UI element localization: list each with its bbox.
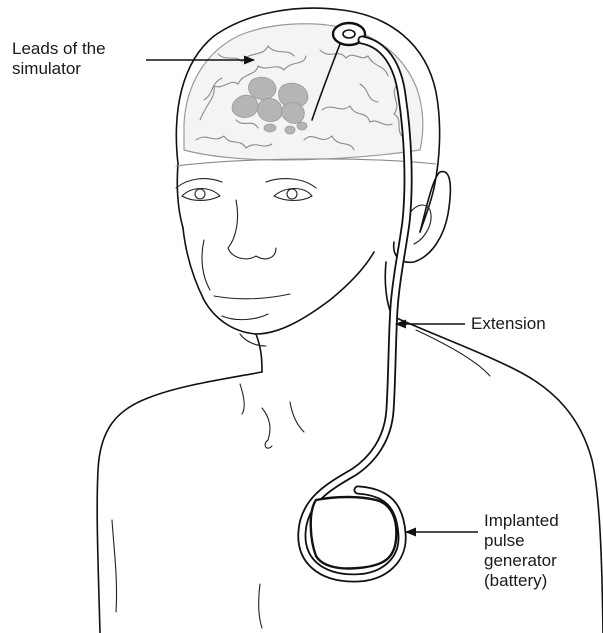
battery-label: Implanted pulse generator (battery) [484, 511, 559, 591]
extension-label: Extension [471, 314, 546, 334]
leads-label: Leads of the simulator [12, 39, 106, 79]
battery [311, 497, 397, 569]
